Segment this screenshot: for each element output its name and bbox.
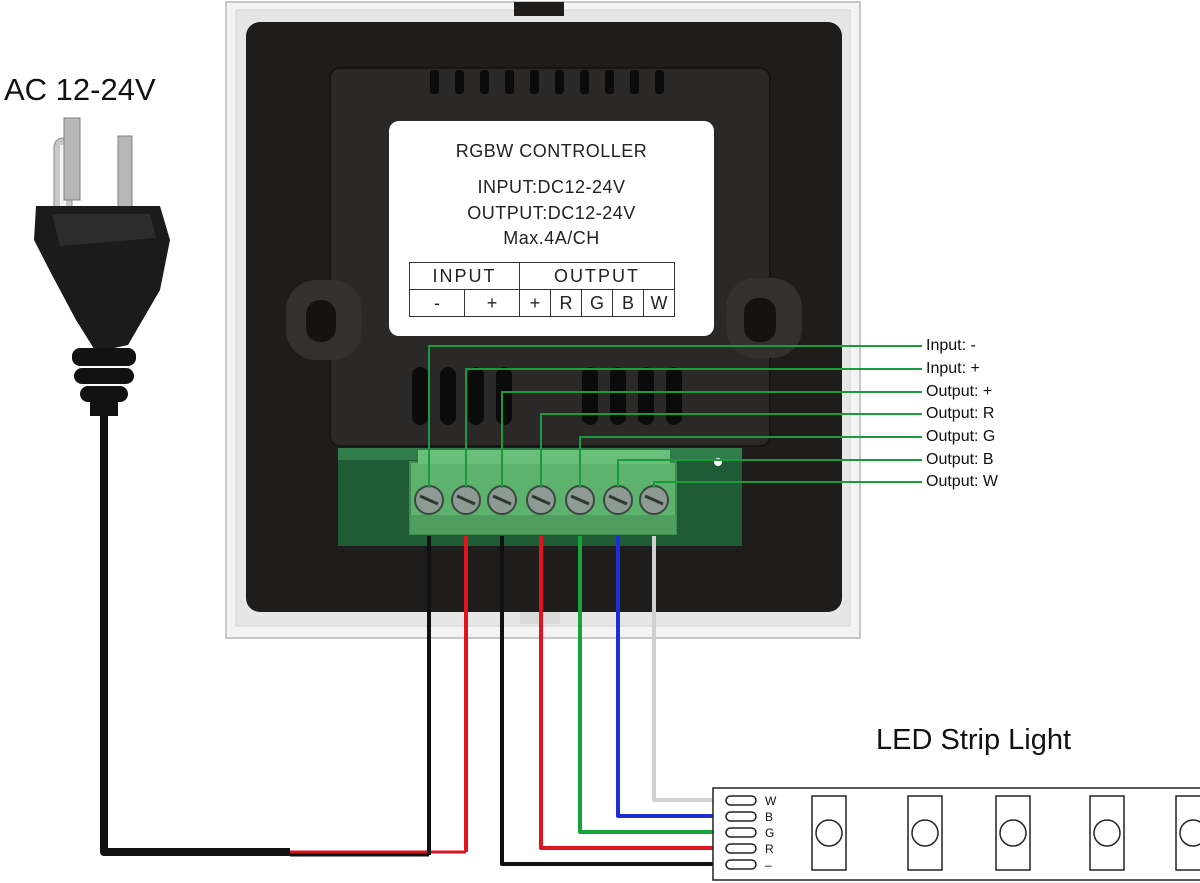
callout-output-plus: Output: + (926, 383, 993, 400)
terminal-screw-slot-output-r (531, 494, 551, 506)
leader-output-plus (501, 391, 922, 488)
controller-title: RGBW CONTROLLER (455, 141, 648, 161)
callout-input-plus: Input: + (926, 360, 980, 377)
leader-output-r (540, 413, 922, 488)
pin-output-b: B (612, 289, 644, 317)
terminal-screw-slot-output-w (644, 494, 664, 506)
leader-output-b (617, 459, 922, 488)
terminal-screw-slot-input-minus (419, 494, 439, 506)
pin-output-w: W (643, 289, 675, 317)
strip-pad-label-b: B (765, 810, 774, 824)
top-vents (430, 70, 664, 94)
power-title: AC 12-24V (4, 72, 156, 107)
wire-black (500, 536, 748, 866)
output-spec: OUTPUT:DC12-24V (467, 203, 636, 223)
callout-input-minus: Input: - (926, 337, 976, 354)
input-spec: INPUT:DC12-24V (477, 177, 626, 197)
power-plug (34, 117, 170, 416)
strip-pad-label-w: W (765, 794, 777, 808)
pin-output-r: R (550, 289, 582, 317)
mounting-hole-left (286, 280, 362, 360)
wire-blue (616, 536, 748, 818)
terminal-screw-slot-output-b (608, 494, 628, 506)
callout-output-w: Output: W (926, 473, 999, 490)
led-strip (712, 787, 1200, 881)
input-header: INPUT (409, 262, 520, 290)
leader-input-minus (428, 345, 922, 488)
leader-output-w (653, 481, 922, 488)
power-cord (100, 412, 468, 857)
callout-leaders (428, 345, 922, 488)
terminal-screw-slot-output-g (570, 494, 590, 506)
lower-vents (412, 367, 682, 425)
callout-output-b: Output: B (926, 451, 994, 468)
callout-output-r: Output: R (926, 405, 995, 422)
pin-input-plus: + (464, 289, 520, 317)
strip-title: LED Strip Light (876, 724, 1072, 756)
strip-pads (725, 795, 757, 870)
pin-table: INPUT OUTPUT - + + R G B W (409, 262, 675, 317)
controller-label: RGBW CONTROLLER INPUT:DC12-24V OUTPUT:DC… (389, 121, 714, 336)
terminal-screw-slot-input-plus (456, 494, 476, 506)
pin-input-minus: - (409, 289, 465, 317)
wire-red (539, 536, 748, 850)
mounting-hole-right (726, 278, 802, 358)
leader-input-plus (465, 368, 922, 488)
led-chips (811, 795, 1200, 871)
pin-output-g: G (581, 289, 613, 317)
strip-pad-label-minus: – (765, 858, 772, 872)
output-header: OUTPUT (519, 262, 675, 290)
leader-output-g (579, 436, 922, 488)
callout-output-g: Output: G (926, 428, 996, 445)
terminal-screws (414, 485, 669, 515)
terminal-screw-slot-output-plus (492, 494, 512, 506)
strip-pad-label-g: G (765, 826, 775, 840)
max-current: Max.4A/CH (503, 228, 600, 248)
strip-pad-label-r: R (765, 842, 774, 856)
wire-green (578, 536, 748, 834)
pin-output-plus: + (519, 289, 551, 317)
